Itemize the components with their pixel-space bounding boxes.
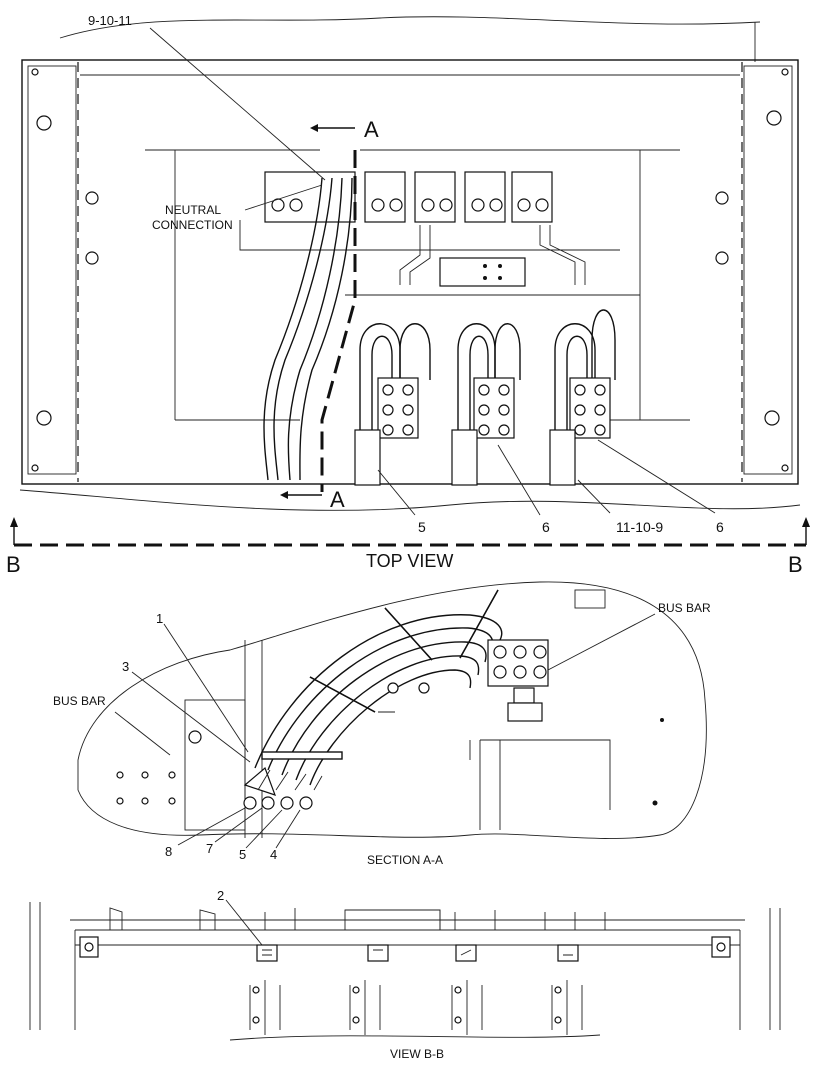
callout-6-right: 6 (716, 519, 724, 535)
view-bb-terminals (256, 944, 579, 962)
lug-stacks (354, 377, 611, 486)
view-b-label-right: B (788, 552, 803, 577)
terminal-row (264, 171, 553, 223)
section-cables (254, 614, 503, 786)
neutral-label-2: CONNECTION (152, 218, 233, 232)
section-lugs (243, 766, 323, 810)
view-callout-2: 2 (217, 888, 224, 903)
mounting-hole (36, 115, 52, 131)
top-view-title: TOP VIEW (366, 551, 453, 571)
cable-loops (359, 309, 616, 480)
bus-bar-label-left: BUS BAR (53, 694, 106, 708)
view-b-line (10, 517, 810, 547)
section-aa: 1 3 BUS BAR BUS BAR 8 7 5 4 SECTION A-A (53, 581, 711, 867)
view-bb-brackets (249, 980, 583, 1035)
section-callout-7: 7 (206, 841, 213, 856)
bus-bar-label-right: BUS BAR (658, 601, 711, 615)
cable-bundle-left (263, 177, 353, 481)
section-callout-8: 8 (165, 844, 172, 859)
neutral-label-1: NEUTRAL (165, 203, 221, 217)
mounting-hole (764, 410, 780, 426)
section-a-label-top: A (364, 117, 379, 142)
mounting-hole (715, 191, 729, 205)
mounting-hole (85, 251, 99, 265)
section-callout-3: 3 (122, 659, 129, 674)
mounting-hole (36, 410, 52, 426)
callout-9-10-11: 9-10-11 (88, 13, 132, 28)
mounting-hole (715, 251, 729, 265)
view-bb: 2 VIEW B-B (29, 888, 781, 1061)
section-callout-4: 4 (270, 847, 277, 862)
view-bb-title: VIEW B-B (390, 1047, 444, 1061)
callout-5: 5 (418, 519, 426, 535)
section-right-lugs (487, 639, 549, 722)
section-a-label-bottom: A (330, 487, 345, 512)
section-aa-title: SECTION A-A (367, 853, 443, 867)
top-view: 9-10-11 NEUTRAL CONNECTION A A 5 6 11-10… (6, 13, 810, 577)
section-a-cut-line (280, 124, 357, 499)
mounting-hole (85, 191, 99, 205)
callout-6: 6 (542, 519, 550, 535)
callout-11-10-9: 11-10-9 (616, 519, 663, 535)
view-b-label-left: B (6, 552, 21, 577)
section-callout-1: 1 (156, 611, 163, 626)
mounting-hole (766, 110, 782, 126)
section-callout-5: 5 (239, 847, 246, 862)
